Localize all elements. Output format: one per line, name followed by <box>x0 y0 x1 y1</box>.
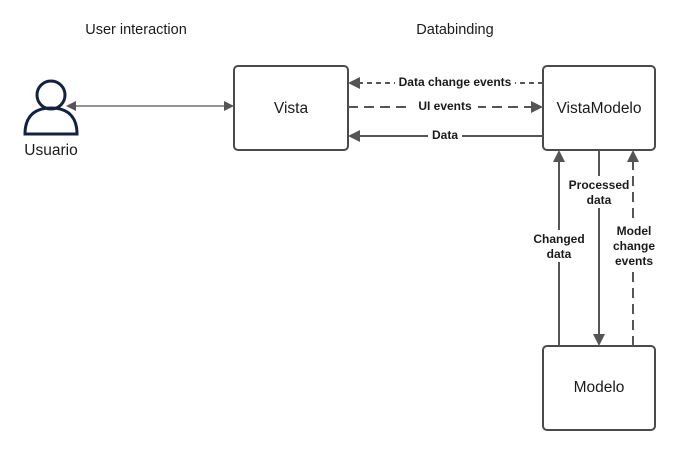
edge-label-ui-events: UI events <box>418 99 472 113</box>
edge-data: Data <box>348 128 543 143</box>
edge-changed-data: Changed data <box>530 150 588 346</box>
edge-processed-data: Processed data <box>566 150 632 346</box>
edge-label-model-change-events-1: Model <box>617 224 652 238</box>
edge-label-model-change-events-3: events <box>615 254 653 268</box>
node-vistamodelo: VistaModelo <box>542 65 656 151</box>
edge-label-data: Data <box>432 128 458 142</box>
edge-label-changed-data-2: data <box>547 247 572 261</box>
node-label-modelo: Modelo <box>574 379 625 396</box>
actor-label-usuario: Usuario <box>24 142 77 159</box>
node-label-vista: Vista <box>274 100 309 117</box>
edge-label-processed-data-1: Processed <box>569 178 630 192</box>
heading-databinding: Databinding <box>416 22 493 38</box>
edge-label-processed-data-2: data <box>587 193 612 207</box>
node-label-vistamodelo: VistaModelo <box>556 100 641 117</box>
node-vista: Vista <box>233 65 349 151</box>
edge-model-change-events: Model change events <box>600 150 666 346</box>
edge-label-changed-data-1: Changed <box>533 232 584 246</box>
edge-label-data-change-events: Data change events <box>399 75 512 89</box>
edge-ui-events: UI events <box>348 99 543 114</box>
node-modelo: Modelo <box>542 345 656 431</box>
edge-data-change-events: Data change events <box>348 75 543 90</box>
heading-user-interaction: User interaction <box>85 22 187 38</box>
edge-label-model-change-events-2: change <box>613 239 655 253</box>
user-icon <box>23 79 79 136</box>
edge-user-vista <box>66 101 234 111</box>
